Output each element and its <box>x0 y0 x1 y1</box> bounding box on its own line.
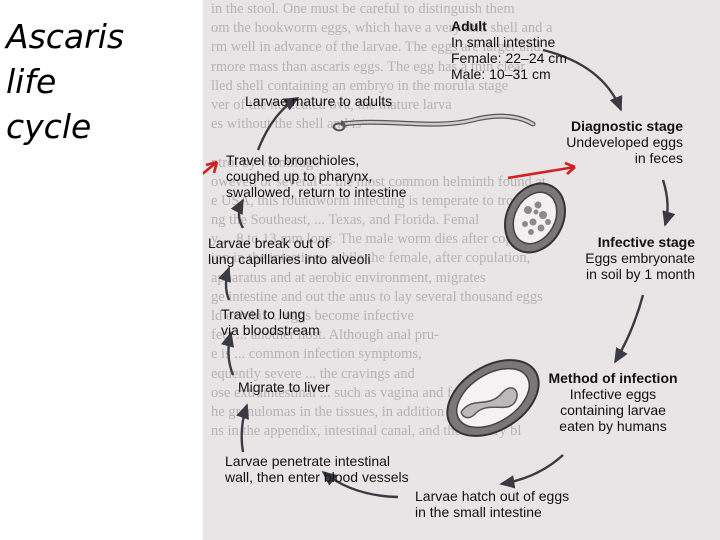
method-of-infection-label: Method of infection Infective eggs conta… <box>533 370 693 434</box>
penetrate-line: Larvae penetrate intestinal <box>225 453 390 469</box>
red-arrow-diagnostic <box>507 165 576 180</box>
diagnostic-stage-line: Undeveloped eggs <box>566 134 683 150</box>
background-text-line: he granulomas in the tissues, in additio… <box>211 403 495 420</box>
arrow-adult-to-diagnostic <box>542 48 623 112</box>
bronchioles-line: Travel to bronchioles, <box>226 152 360 168</box>
infective-stage-line: Eggs embryonate <box>585 250 695 266</box>
background-page-text: in the stool. One must be careful to dis… <box>211 0 720 441</box>
background-text-line: ver of the nucleated ova, the mature lar… <box>211 96 452 113</box>
arrow-lung-to-alveoli <box>218 266 231 301</box>
penetrate-label: Larvae penetrate intestinal wall, then e… <box>225 453 409 485</box>
background-text-line: ge intestine and out the anus to lay sev… <box>211 288 543 305</box>
background-text-line: apparatus and at aerobic environment, mi… <box>211 269 486 286</box>
arrow-penetrate-to-liver <box>236 403 249 453</box>
slide-title-line: life <box>6 62 57 101</box>
lung-line: Travel to lung <box>221 306 306 322</box>
lung-label: Travel to lung via bloodstream <box>221 306 320 338</box>
background-text-line: e USA, this roundworm infecting is tempe… <box>211 192 542 209</box>
infective-egg-illustration <box>446 359 540 437</box>
hatch-label: Larvae hatch out of eggs in the small in… <box>415 488 569 520</box>
infective-stage-line: in soil by 1 month <box>586 266 695 282</box>
method-of-infection-line: Infective eggs <box>569 386 657 402</box>
background-text-line: y ... 8 to 13 mm long. The male worm die… <box>211 231 525 248</box>
arrow-alveoli-to-bronchioles <box>230 198 245 229</box>
undeveloped-egg-illustration <box>504 182 566 254</box>
method-of-infection-title: Method of infection <box>548 370 678 386</box>
background-text-line: ose extraintestinal ... such as vagina a… <box>211 384 499 401</box>
arrow-bronchioles-to-mature <box>256 96 300 151</box>
background-text-line: owever, or several ... the most common h… <box>211 173 546 190</box>
background-text-line: rm well in advance of the larvae. The eg… <box>211 39 541 56</box>
adult-stage-line: In small intestine <box>451 34 556 50</box>
lung-line: via bloodstream <box>221 322 320 338</box>
adult-stage-line: Female: 22–24 cm <box>451 50 567 66</box>
diagnostic-stage-title: Diagnostic stage <box>570 118 683 134</box>
life-cycle-diagram <box>203 48 676 499</box>
arrow-infective-to-method <box>613 294 645 364</box>
penetrate-line: wall, then enter blood vessels <box>225 469 409 485</box>
highlight-arrows <box>203 160 576 180</box>
arrow-diagnostic-to-infective <box>661 179 676 227</box>
background-text-line: ion in the intestines, while the female,… <box>211 250 531 267</box>
arrow-method-to-hatch <box>499 454 564 489</box>
background-text-line: rmore mass than ascaris eggs. The egg ha… <box>211 58 526 75</box>
alveoli-label: Larvae break out of lung capillaries int… <box>208 235 371 267</box>
background-text-line: equently severe ... the cravings and <box>211 365 415 382</box>
bronchioles-line: swallowed, return to intestine <box>226 184 407 200</box>
adult-stage-line: Male: 10–31 cm <box>451 66 551 82</box>
alveoli-line: Larvae break out of <box>208 235 329 251</box>
textbook-page-scan: in the stool. One must be careful to dis… <box>203 0 720 540</box>
hatch-line: in the small intestine <box>415 504 542 520</box>
adult-worm-illustration <box>332 113 536 132</box>
background-text-line: om the hookworm eggs, which have a very … <box>211 20 553 37</box>
bronchioles-line: coughed up to pharynx, <box>226 168 373 184</box>
background-text-line: ns in the appendix, intestinal canal, an… <box>211 423 522 440</box>
infective-stage-title: Infective stage <box>597 234 695 250</box>
background-text-line: ng the Southeast, ... Texas, and Florida… <box>211 212 480 229</box>
arrow-hatch-to-penetrate <box>321 470 399 499</box>
background-text-line: ld exhibit ... eggs become infective <box>211 308 414 324</box>
background-text-line: lled shell containing an embryo in the m… <box>211 77 509 94</box>
larvae-mature-line: Larvae mature to adults <box>245 93 393 109</box>
infective-stage-label: Infective stage Eggs embryonate in soil … <box>563 234 695 282</box>
bronchioles-label: Travel to bronchioles, coughed up to pha… <box>226 152 407 200</box>
adult-stage-label: Adult In small intestine Female: 22–24 c… <box>451 18 567 82</box>
slide-title-line: Ascaris <box>6 17 125 56</box>
method-of-infection-line: containing larvae <box>560 402 666 418</box>
background-text-line: es without the shell and is <box>211 116 362 133</box>
background-text-line: fect ... another host. Although anal pru… <box>211 327 439 344</box>
slide-title-line: cycle <box>6 107 92 146</box>
red-arrow-bronchioles <box>203 160 218 176</box>
liver-line: Migrate to liver <box>238 379 330 395</box>
diagnostic-stage-line: in feces <box>634 150 683 166</box>
method-of-infection-line: eaten by humans <box>559 418 667 434</box>
adult-stage-title: Adult <box>451 18 487 34</box>
larvae-mature-label: Larvae mature to adults <box>245 93 392 109</box>
alveoli-line: lung capillaries into alveoli <box>208 251 371 267</box>
background-text-line: e is ... common infection symptoms, <box>211 346 422 363</box>
slide-title: Ascaris life cycle <box>6 14 196 149</box>
liver-label: Migrate to liver <box>238 379 330 395</box>
cycle-arrows <box>218 48 676 499</box>
hatch-line: Larvae hatch out of eggs <box>415 488 570 504</box>
diagnostic-stage-label: Diagnostic stage Undeveloped eggs in fec… <box>543 118 683 166</box>
background-text-line: ntrol by vermifuge <box>211 154 320 171</box>
arrow-liver-to-lung <box>220 331 235 376</box>
background-text-line: in the stool. One must be careful to dis… <box>211 1 515 17</box>
